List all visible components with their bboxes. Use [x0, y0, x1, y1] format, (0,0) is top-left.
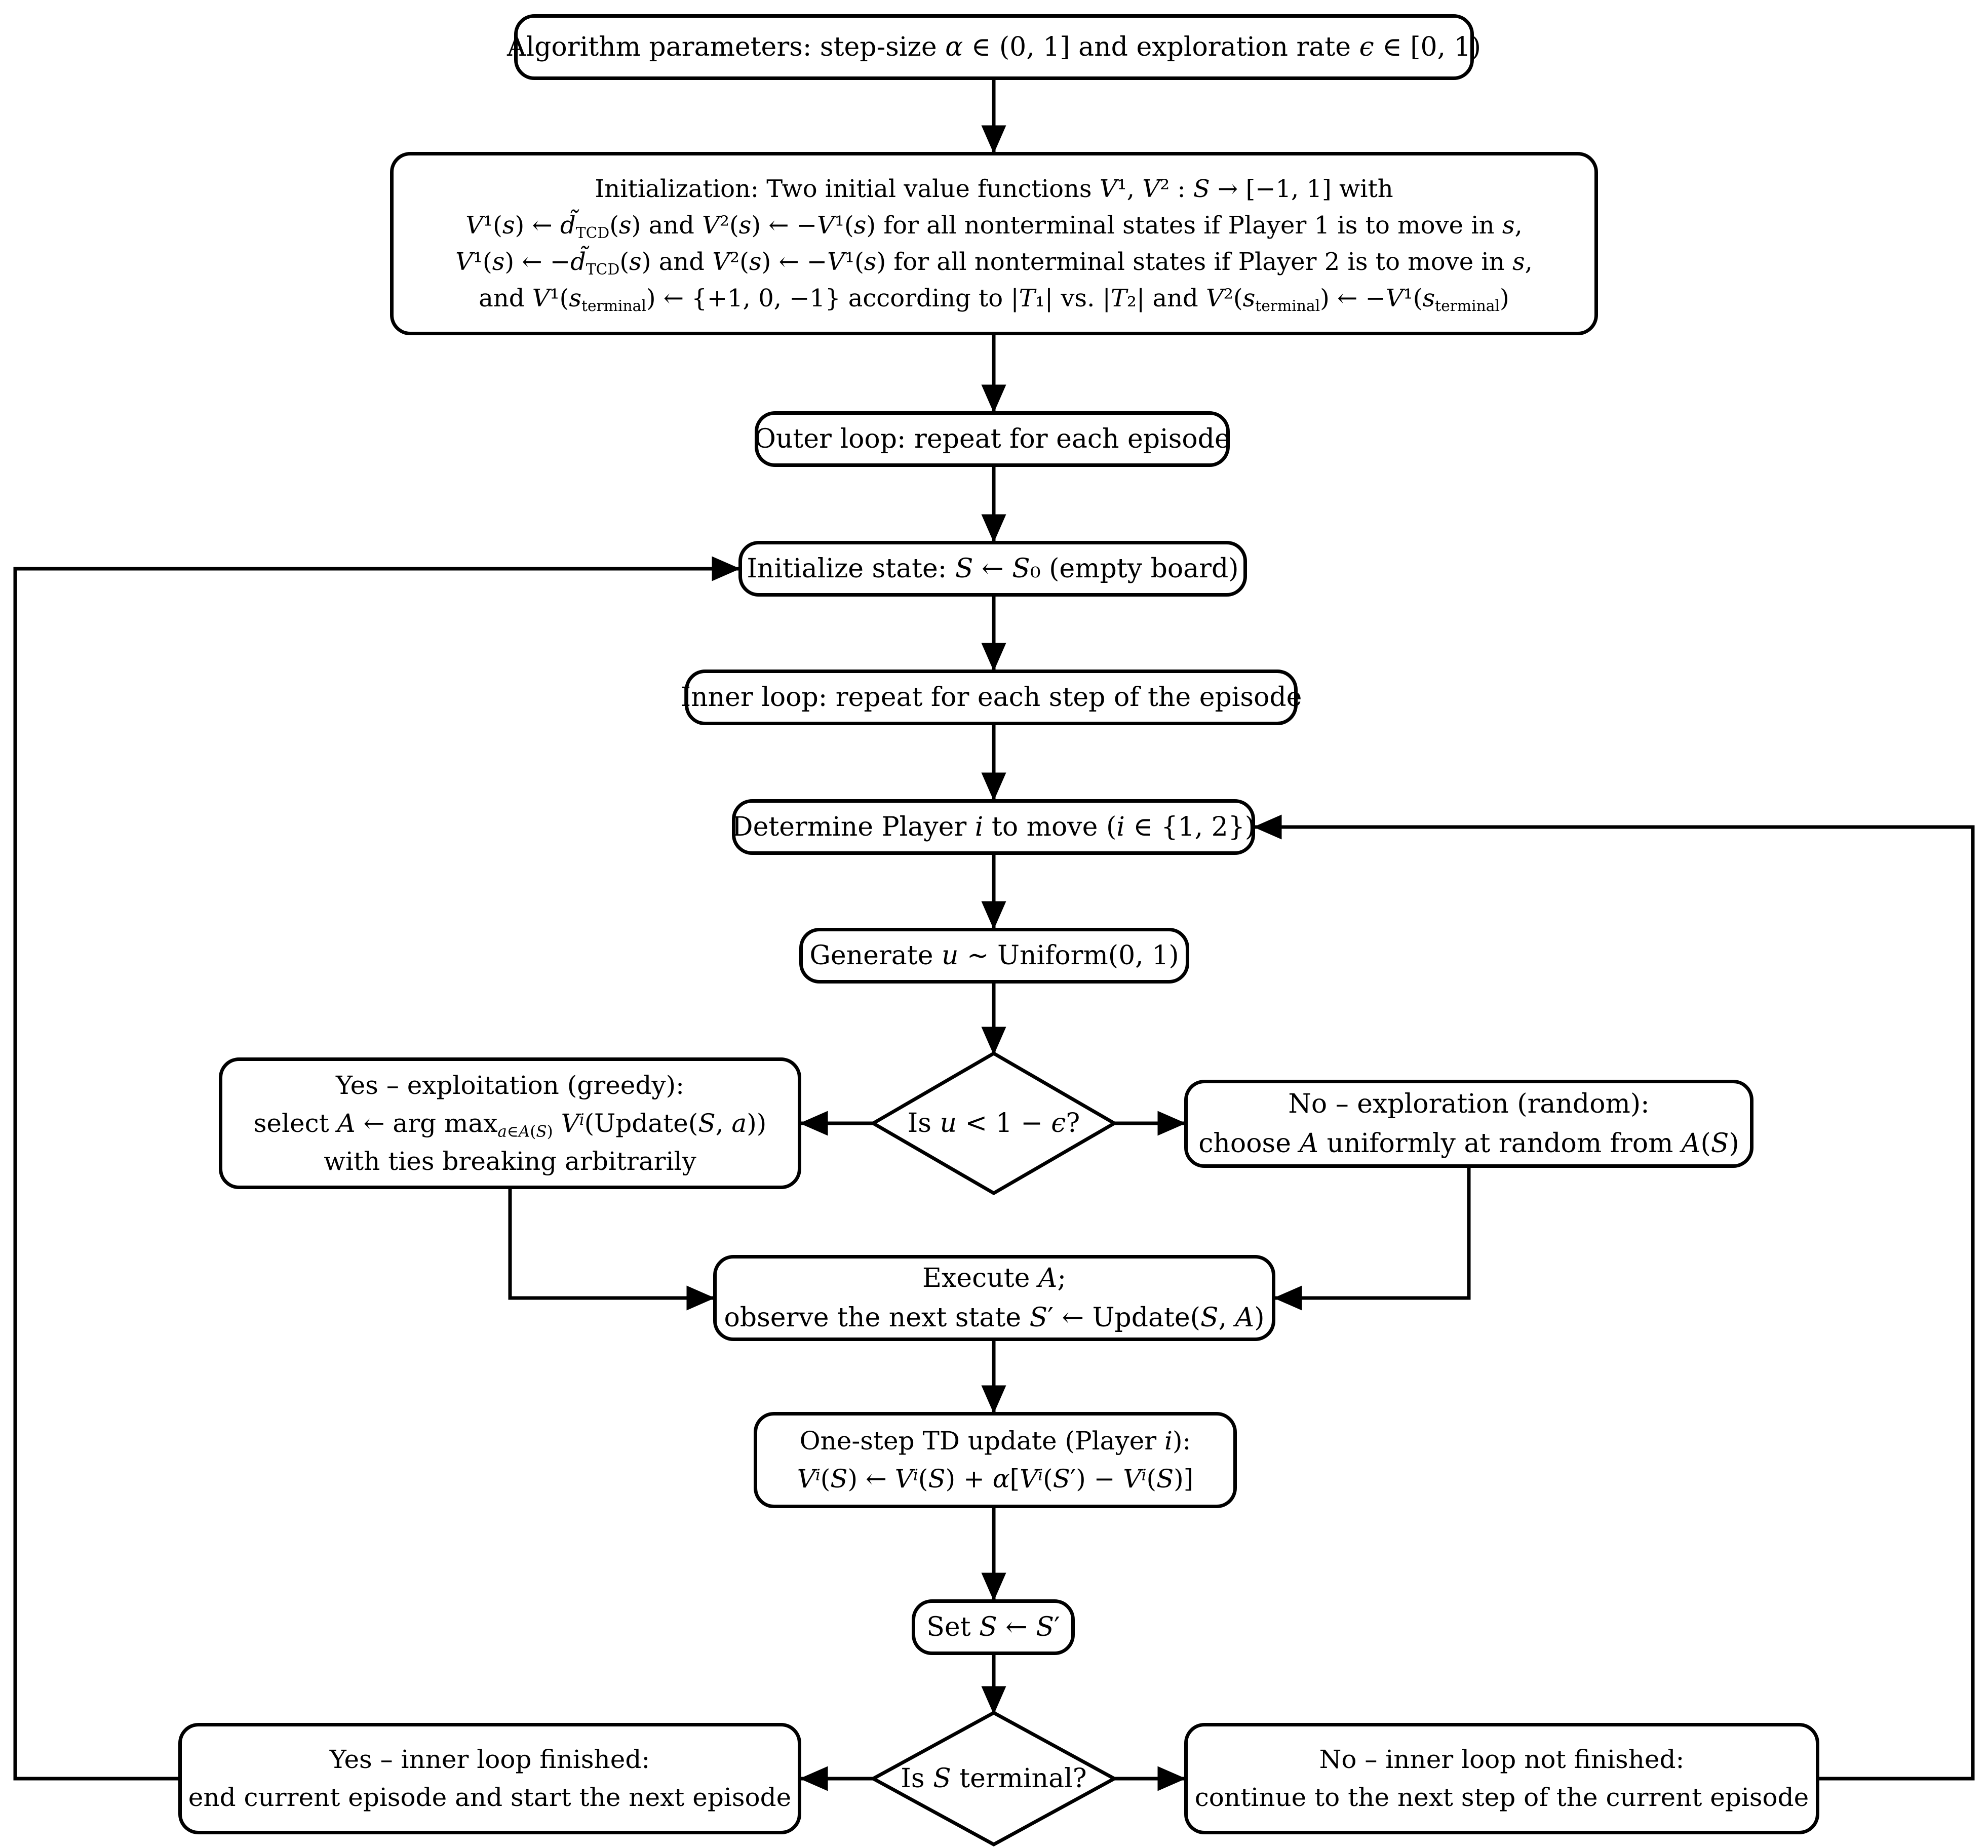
node-exploitation-greedy: Yes – exploitation (greedy): select A ← …: [219, 1057, 801, 1189]
node-td-update: One-step TD update (Player i): Vi(S) ← V…: [754, 1412, 1237, 1508]
text-line: Yes – inner loop finished:: [329, 1745, 650, 1774]
node-epsilon-check: Is u < 1 − ϵ?: [873, 1088, 1114, 1159]
text-line: Initialize state: S ← S₀ (empty board): [747, 554, 1239, 584]
edge-loopback-outer: [13, 556, 740, 1781]
text-line: Is S terminal?: [901, 1763, 1087, 1794]
node-episode-continue: No – inner loop not finished: continue t…: [1184, 1723, 1819, 1834]
text-line: Determine Player i to move (i ∈ {1, 2}): [731, 812, 1256, 842]
text-line: and V¹(sterminal) ← {+1, 0, −1} accordin…: [479, 284, 1509, 315]
node-generate-u: Generate u ∼ Uniform(0, 1): [799, 928, 1189, 984]
node-initialization: Initialization: Two initial value functi…: [390, 152, 1598, 335]
text-line: Initialization: Two initial value functi…: [595, 175, 1393, 203]
node-algorithm-parameters: Algorithm parameters: step-size α ∈ (0, …: [507, 14, 1481, 80]
text-line: observe the next state S′ ← Update(S, A): [724, 1303, 1265, 1333]
text-line: Algorithm parameters: step-size α ∈ (0, …: [506, 32, 1482, 62]
text-line: No – inner loop not finished:: [1319, 1745, 1685, 1774]
text-line: choose A uniformly at random from A(S): [1198, 1128, 1739, 1159]
node-determine-player: Determine Player i to move (i ∈ {1, 2}): [732, 799, 1255, 855]
text-line: Inner loop: repeat for each step of the …: [680, 682, 1302, 713]
diamond-terminal-check: [869, 1711, 1118, 1846]
text-line: Outer loop: repeat for each episode: [754, 424, 1230, 454]
text-line: Generate u ∼ Uniform(0, 1): [809, 940, 1179, 971]
node-set-state: Set S ← S′: [912, 1599, 1075, 1655]
edge-exploit-to-execute: [508, 1189, 715, 1311]
text-line: No – exploration (random):: [1288, 1089, 1650, 1119]
text-line: with ties breaking arbitrarily: [324, 1146, 696, 1176]
edge-loopback-inner: [1253, 814, 1975, 1781]
text-line: Vi(S) ← Vi(S) + α[Vi(S′) − Vi(S)]: [797, 1464, 1194, 1493]
diamond-epsilon-check: [870, 1051, 1118, 1196]
text-line: Execute A;: [922, 1263, 1066, 1293]
edge-explore-to-execute: [1273, 1168, 1471, 1311]
text-line: One-step TD update (Player i):: [799, 1426, 1191, 1456]
text-line: end current episode and start the next e…: [188, 1783, 792, 1812]
text-line: select A ← arg maxa∈A(S) Vi(Update(S, a)…: [253, 1108, 767, 1141]
node-terminal-check: Is S terminal?: [873, 1743, 1114, 1814]
node-exploration-random: No – exploration (random): choose A unif…: [1184, 1080, 1753, 1168]
node-initialize-state: Initialize state: S ← S₀ (empty board): [738, 541, 1247, 597]
node-episode-finished: Yes – inner loop finished: end current e…: [178, 1723, 801, 1834]
node-execute-action: Execute A; observe the next state S′ ← U…: [713, 1255, 1275, 1341]
text-line: V¹(s) ← −d̃TCD(s) and V²(s) ← −V¹(s) for…: [455, 248, 1533, 279]
node-outer-loop: Outer loop: repeat for each episode: [754, 411, 1230, 467]
text-line: Is u < 1 − ϵ?: [907, 1108, 1080, 1138]
text-line: continue to the next step of the current…: [1194, 1783, 1809, 1812]
text-line: Yes – exploitation (greedy):: [336, 1070, 684, 1100]
text-line: V¹(s) ← d̃TCD(s) and V²(s) ← −V¹(s) for …: [465, 211, 1523, 242]
text-line: Set S ← S′: [926, 1612, 1060, 1642]
node-inner-loop: Inner loop: repeat for each step of the …: [681, 670, 1302, 725]
